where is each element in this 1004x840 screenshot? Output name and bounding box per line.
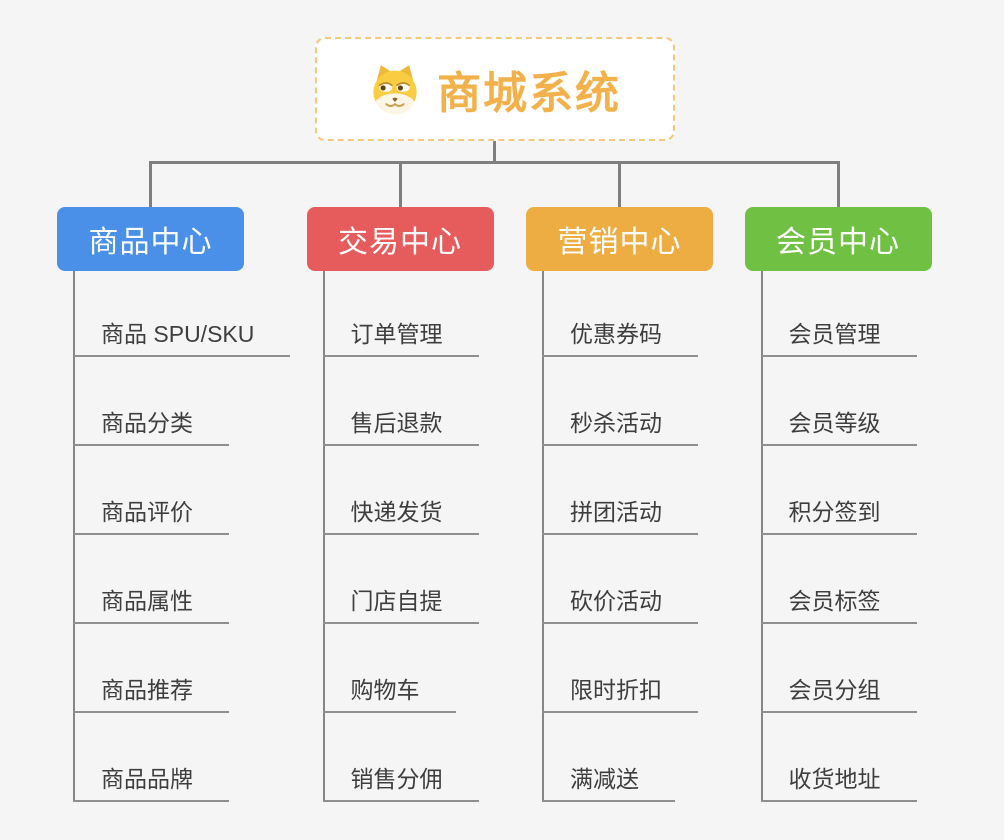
leaf-item[interactable]: 优惠券码 bbox=[542, 319, 698, 357]
leaf-label: 砍价活动 bbox=[570, 588, 662, 614]
leaf-label: 售后退款 bbox=[350, 410, 443, 436]
branch-label: 交易中心 bbox=[338, 226, 462, 259]
connector-branch-drop bbox=[618, 161, 621, 207]
leaf-label: 会员管理 bbox=[788, 321, 881, 347]
branch-spine bbox=[542, 271, 544, 802]
connector-root-drop bbox=[493, 141, 496, 162]
leaf-label: 商品品牌 bbox=[101, 766, 193, 792]
leaf-label: 商品 SPU/SKU bbox=[101, 321, 255, 347]
leaf-label: 积分签到 bbox=[788, 499, 881, 525]
leaf-item[interactable]: 会员分组 bbox=[760, 675, 917, 713]
root-node[interactable]: 商城系统 bbox=[315, 37, 675, 141]
doge-face-icon bbox=[373, 65, 417, 114]
leaf-item[interactable]: 会员标签 bbox=[760, 586, 917, 624]
leaf-item[interactable]: 限时折扣 bbox=[542, 675, 698, 713]
leaf-item[interactable]: 商品分类 bbox=[73, 408, 229, 446]
leaf-item[interactable]: 售后退款 bbox=[322, 408, 479, 446]
leaf-item[interactable]: 秒杀活动 bbox=[542, 408, 698, 446]
leaf-label: 会员分组 bbox=[788, 677, 881, 703]
branch-label: 会员中心 bbox=[776, 226, 900, 259]
leaf-label: 商品分类 bbox=[101, 410, 193, 436]
leaf-item[interactable]: 销售分佣 bbox=[322, 764, 479, 802]
leaf-label: 优惠券码 bbox=[570, 321, 662, 347]
connector-branch-drop bbox=[398, 161, 402, 207]
branch-node-0[interactable]: 商品中心 bbox=[57, 207, 244, 271]
leaf-label: 门店自提 bbox=[350, 588, 443, 614]
leaf-item[interactable]: 商品属性 bbox=[73, 586, 229, 624]
leaf-label: 会员标签 bbox=[788, 588, 881, 614]
leaf-item[interactable]: 订单管理 bbox=[322, 319, 479, 357]
leaf-item[interactable]: 拼团活动 bbox=[542, 497, 698, 535]
leaf-item[interactable]: 砍价活动 bbox=[542, 586, 698, 624]
root-label: 商城系统 bbox=[437, 69, 621, 118]
leaf-label: 商品属性 bbox=[101, 588, 193, 614]
connector-branch-drop bbox=[836, 161, 840, 207]
leaf-label: 商品推荐 bbox=[101, 677, 193, 703]
branch-node-3[interactable]: 会员中心 bbox=[744, 207, 932, 271]
leaf-label: 销售分佣 bbox=[350, 766, 443, 792]
leaf-item[interactable]: 门店自提 bbox=[322, 586, 479, 624]
leaf-label: 拼团活动 bbox=[570, 499, 662, 525]
leaf-label: 快递发货 bbox=[350, 499, 443, 525]
leaf-item[interactable]: 积分签到 bbox=[760, 497, 917, 535]
leaf-item[interactable]: 会员等级 bbox=[760, 408, 917, 446]
leaf-label: 限时折扣 bbox=[570, 677, 662, 703]
leaf-item[interactable]: 商品 SPU/SKU bbox=[73, 319, 291, 357]
leaf-item[interactable]: 商品评价 bbox=[73, 497, 229, 535]
connector-branch-drop bbox=[149, 161, 152, 207]
leaf-label: 购物车 bbox=[350, 677, 420, 703]
branch-spine bbox=[73, 271, 75, 802]
branch-label: 营销中心 bbox=[557, 226, 682, 259]
leaf-item[interactable]: 商品推荐 bbox=[73, 675, 229, 713]
branch-node-1[interactable]: 交易中心 bbox=[306, 207, 494, 271]
leaf-label: 秒杀活动 bbox=[570, 410, 662, 436]
leaf-item[interactable]: 购物车 bbox=[322, 675, 456, 713]
leaf-label: 收货地址 bbox=[788, 766, 881, 792]
leaf-item[interactable]: 收货地址 bbox=[760, 764, 917, 802]
leaf-label: 商品评价 bbox=[101, 499, 193, 525]
leaf-item[interactable]: 满减送 bbox=[542, 764, 675, 802]
leaf-item[interactable]: 快递发货 bbox=[322, 497, 479, 535]
branch-spine bbox=[322, 271, 325, 802]
leaf-label: 订单管理 bbox=[350, 321, 443, 347]
leaf-label: 会员等级 bbox=[788, 410, 881, 436]
branch-spine bbox=[760, 271, 763, 802]
branch-label: 商品中心 bbox=[88, 226, 213, 259]
leaf-item[interactable]: 会员管理 bbox=[760, 319, 917, 357]
leaf-item[interactable]: 商品品牌 bbox=[73, 764, 229, 802]
branch-node-2[interactable]: 营销中心 bbox=[526, 207, 713, 271]
connector-rail bbox=[149, 161, 839, 164]
leaf-label: 满减送 bbox=[570, 766, 639, 792]
